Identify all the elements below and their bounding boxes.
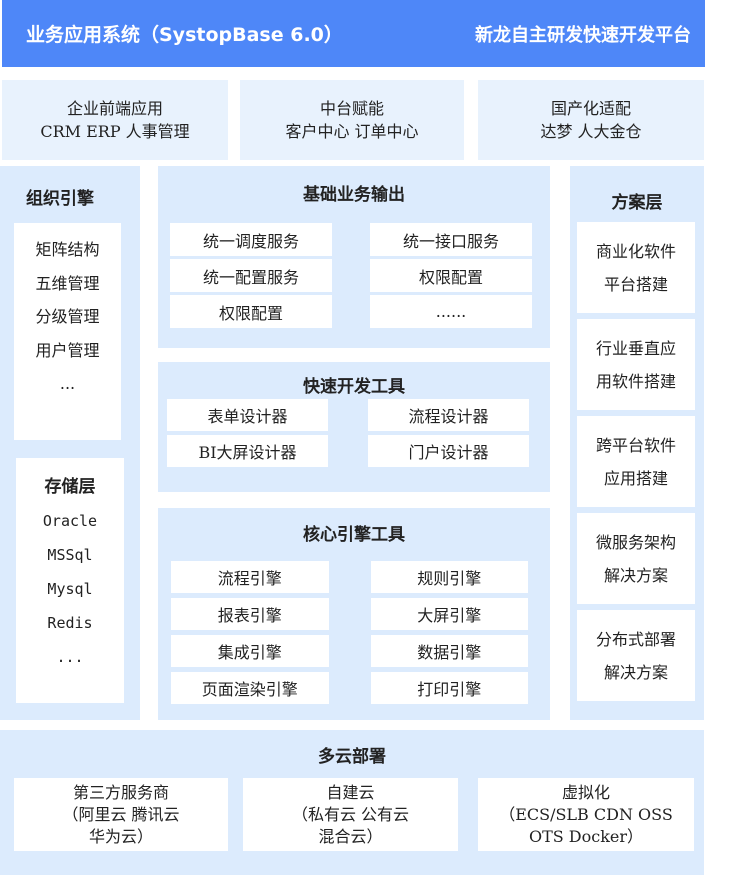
service-item: 统一配置服务: [170, 259, 332, 292]
storage-box: 存储层 Oracle MSSql Mysql Redis ...: [16, 458, 124, 703]
cloud-line: OTS Docker）: [528, 826, 644, 846]
engine-item: 页面渲染引擎: [171, 672, 329, 704]
rapid-tools-section: 快速开发工具 表单设计器 流程设计器 BI大屏设计器 门户设计器: [158, 362, 550, 492]
tool-item: 表单设计器: [167, 399, 328, 431]
multicloud-section: 多云部署 第三方服务商（阿里云 腾讯云华为云） 自建云（私有云 公有云混合云） …: [0, 730, 704, 875]
solutions-column: 方案层 商业化软件平台搭建 行业垂直应用软件搭建 跨平台软件应用搭建 微服务架构…: [570, 166, 704, 720]
list-item: 用户管理: [35, 340, 100, 360]
section-title: 快速开发工具: [303, 377, 405, 397]
top-card-enterprise-apps: 企业前端应用 CRM ERP 人事管理: [2, 80, 228, 160]
service-item: 统一调度服务: [170, 223, 332, 256]
solution-item: 微服务架构解决方案: [577, 513, 695, 604]
solution-line: 平台搭建: [603, 274, 668, 294]
engine-item: 报表引擎: [171, 598, 329, 630]
section-title: 核心引擎工具: [303, 525, 405, 545]
engine-item: 流程引擎: [171, 561, 329, 593]
solution-line: 解决方案: [603, 565, 668, 585]
cloud-item-third-party: 第三方服务商（阿里云 腾讯云华为云）: [14, 778, 228, 851]
platform-subtitle: 新龙自主研发快速开发平台: [475, 24, 691, 46]
service-item: ......: [370, 295, 532, 328]
engine-item: 大屏引擎: [370, 598, 528, 630]
storage-title: 存储层: [44, 477, 96, 497]
list-item: ...: [59, 374, 76, 393]
system-title: 业务应用系统（SystopBase 6.0）: [26, 24, 343, 46]
tool-item: BI大屏设计器: [167, 435, 328, 467]
list-item: Redis: [47, 614, 93, 632]
basic-output-section: 基础业务输出 统一调度服务 统一接口服务 统一配置服务 权限配置 权限配置 ..…: [158, 166, 550, 348]
solution-line: 分布式部署: [595, 629, 676, 649]
list-item: 矩阵结构: [35, 240, 100, 259]
cloud-line: 混合云）: [318, 826, 383, 846]
service-item: 权限配置: [370, 259, 532, 292]
list-item: MSSql: [47, 546, 93, 564]
engine-item: 规则引擎: [370, 561, 528, 593]
solution-item: 行业垂直应用软件搭建: [577, 319, 695, 410]
solution-item: 跨平台软件应用搭建: [577, 416, 695, 507]
list-item: Mysql: [47, 580, 93, 598]
list-item: 五维管理: [35, 273, 100, 293]
solution-line: 用软件搭建: [595, 371, 676, 391]
solution-item: 商业化软件平台搭建: [577, 222, 695, 313]
solution-line: 微服务架构: [595, 532, 676, 552]
cloud-line: 虚拟化: [561, 782, 610, 802]
cloud-line: （ECS/SLB CDN OSS: [499, 804, 673, 824]
cloud-line: 自建云: [326, 782, 375, 802]
service-item: 统一接口服务: [370, 223, 532, 256]
solution-line: 商业化软件: [595, 241, 676, 261]
section-title: 基础业务输出: [303, 185, 405, 205]
cloud-item-self-built: 自建云（私有云 公有云混合云）: [243, 778, 458, 851]
card-detail: 客户中心 订单中心: [285, 122, 419, 141]
service-item: 权限配置: [170, 295, 332, 328]
cloud-line: （私有云 公有云: [291, 804, 410, 824]
solution-item: 分布式部署解决方案: [577, 610, 695, 701]
solution-line: 解决方案: [603, 662, 668, 682]
card-title: 中台赋能: [319, 99, 384, 118]
tool-item: 门户设计器: [368, 435, 529, 467]
solution-line: 应用搭建: [603, 468, 668, 488]
left-column: 组织引擎 矩阵结构 五维管理 分级管理 用户管理 ... 存储层 Oracle …: [0, 166, 140, 720]
solution-line: 行业垂直应: [595, 338, 676, 358]
card-detail: CRM ERP 人事管理: [40, 122, 190, 141]
org-engine-box: 矩阵结构 五维管理 分级管理 用户管理 ...: [14, 223, 121, 440]
card-title: 国产化适配: [550, 99, 631, 118]
cloud-line: 华为云）: [88, 826, 153, 846]
top-card-localization: 国产化适配 达梦 人大金仓: [478, 80, 704, 160]
engine-item: 打印引擎: [370, 672, 528, 704]
section-title: 多云部署: [318, 747, 386, 767]
engine-item: 集成引擎: [171, 635, 329, 667]
list-item: 分级管理: [35, 307, 100, 326]
cloud-line: （阿里云 腾讯云: [62, 804, 180, 824]
solutions-title: 方案层: [611, 193, 663, 213]
top-card-middle-platform: 中台赋能 客户中心 订单中心: [240, 80, 464, 160]
list-item: ...: [56, 648, 84, 666]
core-engine-section: 核心引擎工具 流程引擎 规则引擎 报表引擎 大屏引擎 集成引擎 数据引擎 页面渲…: [158, 508, 550, 720]
solution-line: 跨平台软件: [595, 435, 676, 455]
org-engine-title: 组织引擎: [26, 189, 94, 209]
tool-item: 流程设计器: [368, 399, 529, 431]
engine-item: 数据引擎: [370, 635, 528, 667]
card-detail: 达梦 人大金仓: [540, 122, 642, 141]
header-banner: 业务应用系统（SystopBase 6.0） 新龙自主研发快速开发平台: [2, 0, 705, 67]
list-item: Oracle: [42, 512, 98, 530]
cloud-line: 第三方服务商: [72, 782, 169, 802]
card-title: 企业前端应用: [66, 99, 163, 118]
